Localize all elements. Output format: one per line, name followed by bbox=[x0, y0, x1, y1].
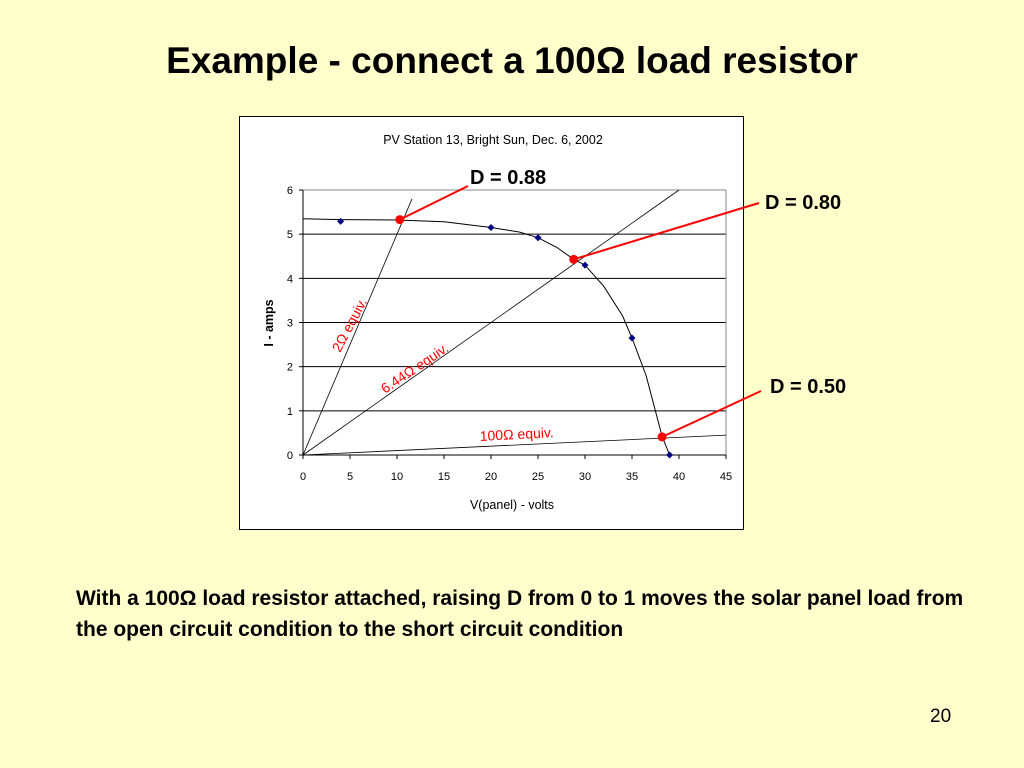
load-line-label: 100Ω equiv. bbox=[479, 424, 554, 444]
data-point bbox=[581, 261, 589, 269]
operating-point bbox=[395, 215, 405, 225]
operating-point-label: D = 0.88 bbox=[470, 167, 546, 189]
load-line-label: 6.44Ω equiv. bbox=[378, 340, 452, 397]
load-line bbox=[302, 434, 727, 456]
load-line bbox=[302, 198, 413, 456]
iv-curve bbox=[302, 218, 671, 456]
y-tick-label: 3 bbox=[287, 318, 293, 330]
iv-chart: PV Station 13, Bright Sun, Dec. 6, 2002 … bbox=[262, 133, 846, 512]
y-tick-label: 4 bbox=[287, 273, 293, 285]
y-axis-label: I - amps bbox=[262, 299, 276, 346]
data-point bbox=[628, 334, 636, 342]
x-axis-label: V(panel) - volts bbox=[470, 498, 554, 512]
y-tick-label: 0 bbox=[287, 450, 293, 462]
x-tick-label: 5 bbox=[347, 471, 353, 483]
chart-title: PV Station 13, Bright Sun, Dec. 6, 2002 bbox=[383, 133, 603, 147]
load-line bbox=[302, 189, 680, 456]
chart-container: PV Station 13, Bright Sun, Dec. 6, 2002 … bbox=[239, 116, 846, 530]
x-tick-label: 10 bbox=[391, 471, 403, 483]
slide-title: Example - connect a 100Ω load resistor bbox=[166, 40, 858, 81]
slide-caption: With a 100Ω load resistor attached, rais… bbox=[76, 587, 964, 641]
operating-point-label: D = 0.80 bbox=[765, 192, 841, 214]
data-point bbox=[666, 451, 674, 459]
page-number: 20 bbox=[930, 706, 952, 727]
operating-point-callout bbox=[573, 202, 760, 261]
x-tick-label: 0 bbox=[300, 471, 306, 483]
x-tick-label: 45 bbox=[720, 471, 732, 483]
y-tick-label: 6 bbox=[287, 185, 293, 197]
operating-point-label: D = 0.50 bbox=[770, 376, 846, 398]
y-tick-label: 2 bbox=[287, 362, 293, 374]
x-tick-label: 20 bbox=[485, 471, 497, 483]
operating-point-callout bbox=[399, 185, 469, 221]
y-tick-label: 1 bbox=[287, 406, 293, 418]
x-tick-label: 25 bbox=[532, 471, 544, 483]
x-tick-label: 40 bbox=[673, 471, 685, 483]
x-tick-label: 30 bbox=[579, 471, 591, 483]
data-point bbox=[487, 224, 495, 232]
x-tick-label: 15 bbox=[438, 471, 450, 483]
data-point bbox=[337, 217, 345, 225]
x-tick-label: 35 bbox=[626, 471, 638, 483]
operating-point bbox=[657, 432, 667, 442]
y-tick-label: 5 bbox=[287, 229, 293, 241]
operating-point bbox=[569, 254, 579, 264]
operating-point-callout bbox=[661, 390, 762, 438]
data-point bbox=[534, 234, 542, 242]
